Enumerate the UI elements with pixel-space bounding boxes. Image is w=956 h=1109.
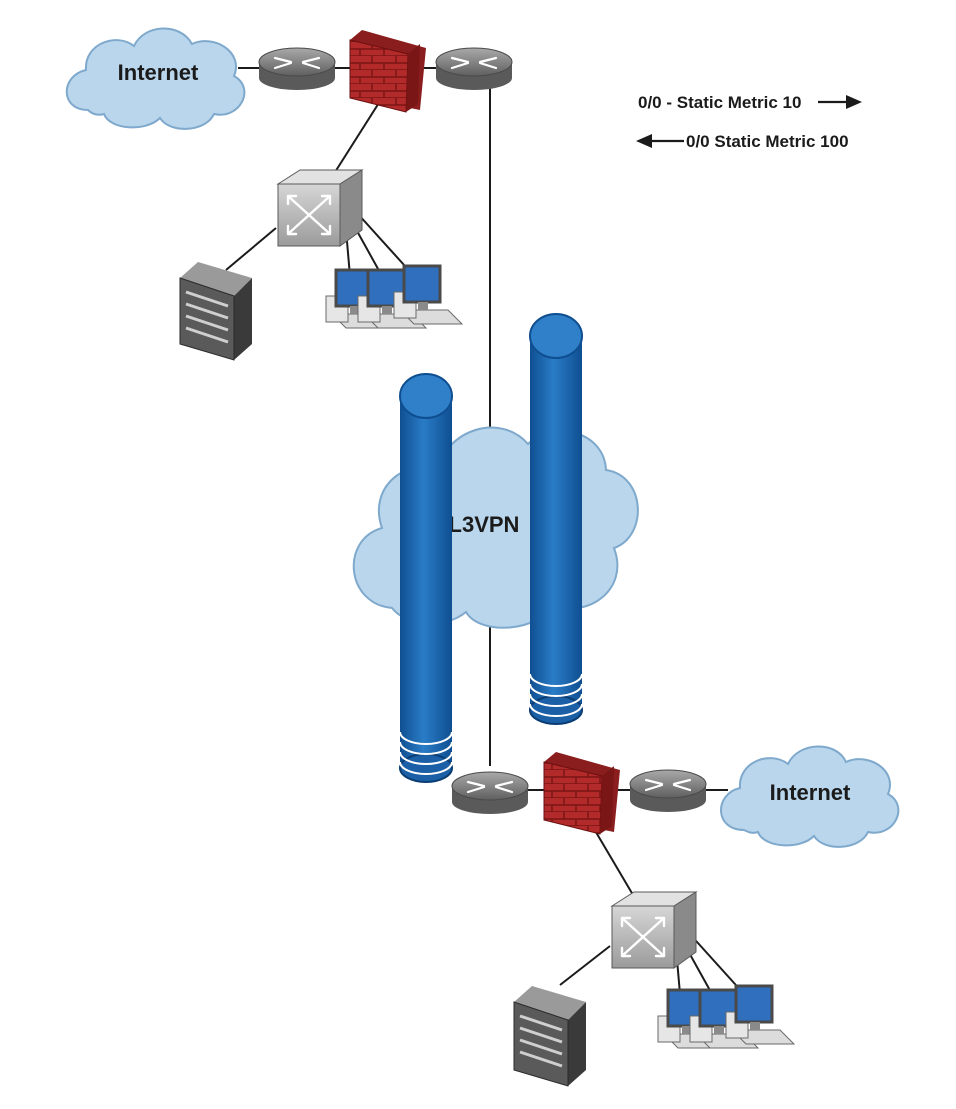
cloud-label-l3vpn: L3VPN [449, 512, 520, 537]
cloud-label-internet-top: Internet [118, 60, 199, 85]
legend-forward-route: 0/0 - Static Metric 10 [638, 93, 801, 112]
link-switch-server-top [225, 227, 277, 271]
workstation-icon [392, 264, 464, 326]
arrow-right-icon [818, 95, 862, 109]
router-icon [628, 768, 708, 814]
router-icon [450, 770, 530, 816]
cloud-icon [720, 745, 900, 848]
router-icon [434, 46, 514, 92]
firewall-icon [543, 752, 620, 835]
link-firewall-switch-top [329, 97, 383, 181]
workstation-icon [724, 984, 796, 1046]
tunnel-icon [529, 313, 583, 725]
arrow-left-icon [636, 134, 684, 148]
router-icon [257, 46, 337, 92]
legend-reverse-route: 0/0 Static Metric 100 [686, 132, 849, 151]
switch-icon [276, 169, 364, 247]
cloud-label-internet-bottom: Internet [770, 780, 851, 805]
link-firewall-switch-bottom [589, 821, 637, 901]
link-switch-pc-bottom-3 [687, 931, 745, 995]
link-switch-server-bottom [559, 945, 611, 986]
firewall-icon [349, 30, 426, 113]
server-icon [513, 986, 586, 1087]
route-legend: 0/0 - Static Metric 10 0/0 Static Metric… [636, 93, 862, 151]
cloud-icon [65, 27, 246, 130]
tunnel-icon [399, 373, 453, 783]
server-icon [179, 262, 252, 361]
switch-icon [610, 891, 698, 969]
